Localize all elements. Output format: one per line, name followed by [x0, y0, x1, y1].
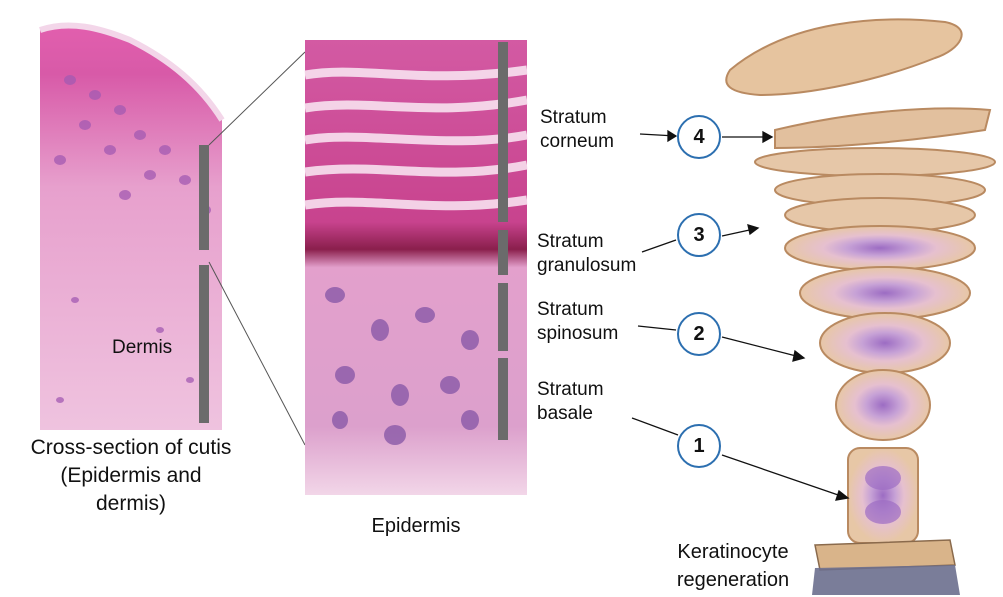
dermis-label: Dermis	[112, 336, 172, 360]
layer-2-number-circle: 2	[677, 312, 721, 356]
layer-4-label-line-1: Stratum	[540, 106, 614, 130]
epidermis-marker-corneum	[498, 42, 508, 222]
regeneration-caption: Keratinocyte regeneration	[648, 538, 818, 594]
cross-section-caption: Cross-section of cutis (Epidermis and de…	[0, 434, 262, 518]
layer-4-label: Stratum corneum	[540, 106, 614, 154]
shed-corneocyte	[726, 19, 961, 95]
zoom-line-bottom	[209, 262, 305, 445]
layer-1-number-circle: 1	[677, 424, 721, 468]
cross-section-caption-line-1: Cross-section of cutis	[0, 434, 262, 462]
epidermis-marker-basale	[498, 358, 508, 440]
epidermis-marker-granulosum	[498, 230, 508, 275]
zoom-line-top	[209, 52, 305, 145]
layer-3-label-line-1: Stratum	[537, 230, 636, 254]
regeneration-caption-line-1: Keratinocyte	[648, 538, 818, 566]
layer-3-label-line-2: granulosum	[537, 254, 636, 278]
layer-2-label-line-1: Stratum	[537, 298, 618, 322]
epidermis-marker-spinosum	[498, 283, 508, 351]
layer-1-label: Stratum basale	[537, 378, 604, 426]
layer-1-label-line-1: Stratum	[537, 378, 604, 402]
layer-4-number-circle: 4	[677, 115, 721, 159]
epidermis-caption: Epidermis	[305, 512, 527, 540]
layer-4-label-line-2: corneum	[540, 130, 614, 154]
epidermis-image	[305, 40, 527, 495]
cross-section-caption-line-3: dermis)	[0, 490, 262, 518]
keratinocyte-stack	[726, 19, 995, 595]
layer-3-label: Stratum granulosum	[537, 230, 636, 278]
layer-2-label-line-2: spinosum	[537, 322, 618, 346]
layer-2-label: Stratum spinosum	[537, 298, 618, 346]
layer-3-number-circle: 3	[677, 213, 721, 257]
cross-section-epidermis-marker	[199, 145, 209, 250]
cross-section-dermis-marker	[199, 265, 209, 423]
regeneration-caption-line-2: regeneration	[648, 566, 818, 594]
layer-1-label-line-2: basale	[537, 402, 604, 426]
cross-section-image	[40, 25, 222, 430]
cross-section-caption-line-2: (Epidermis and	[0, 462, 262, 490]
